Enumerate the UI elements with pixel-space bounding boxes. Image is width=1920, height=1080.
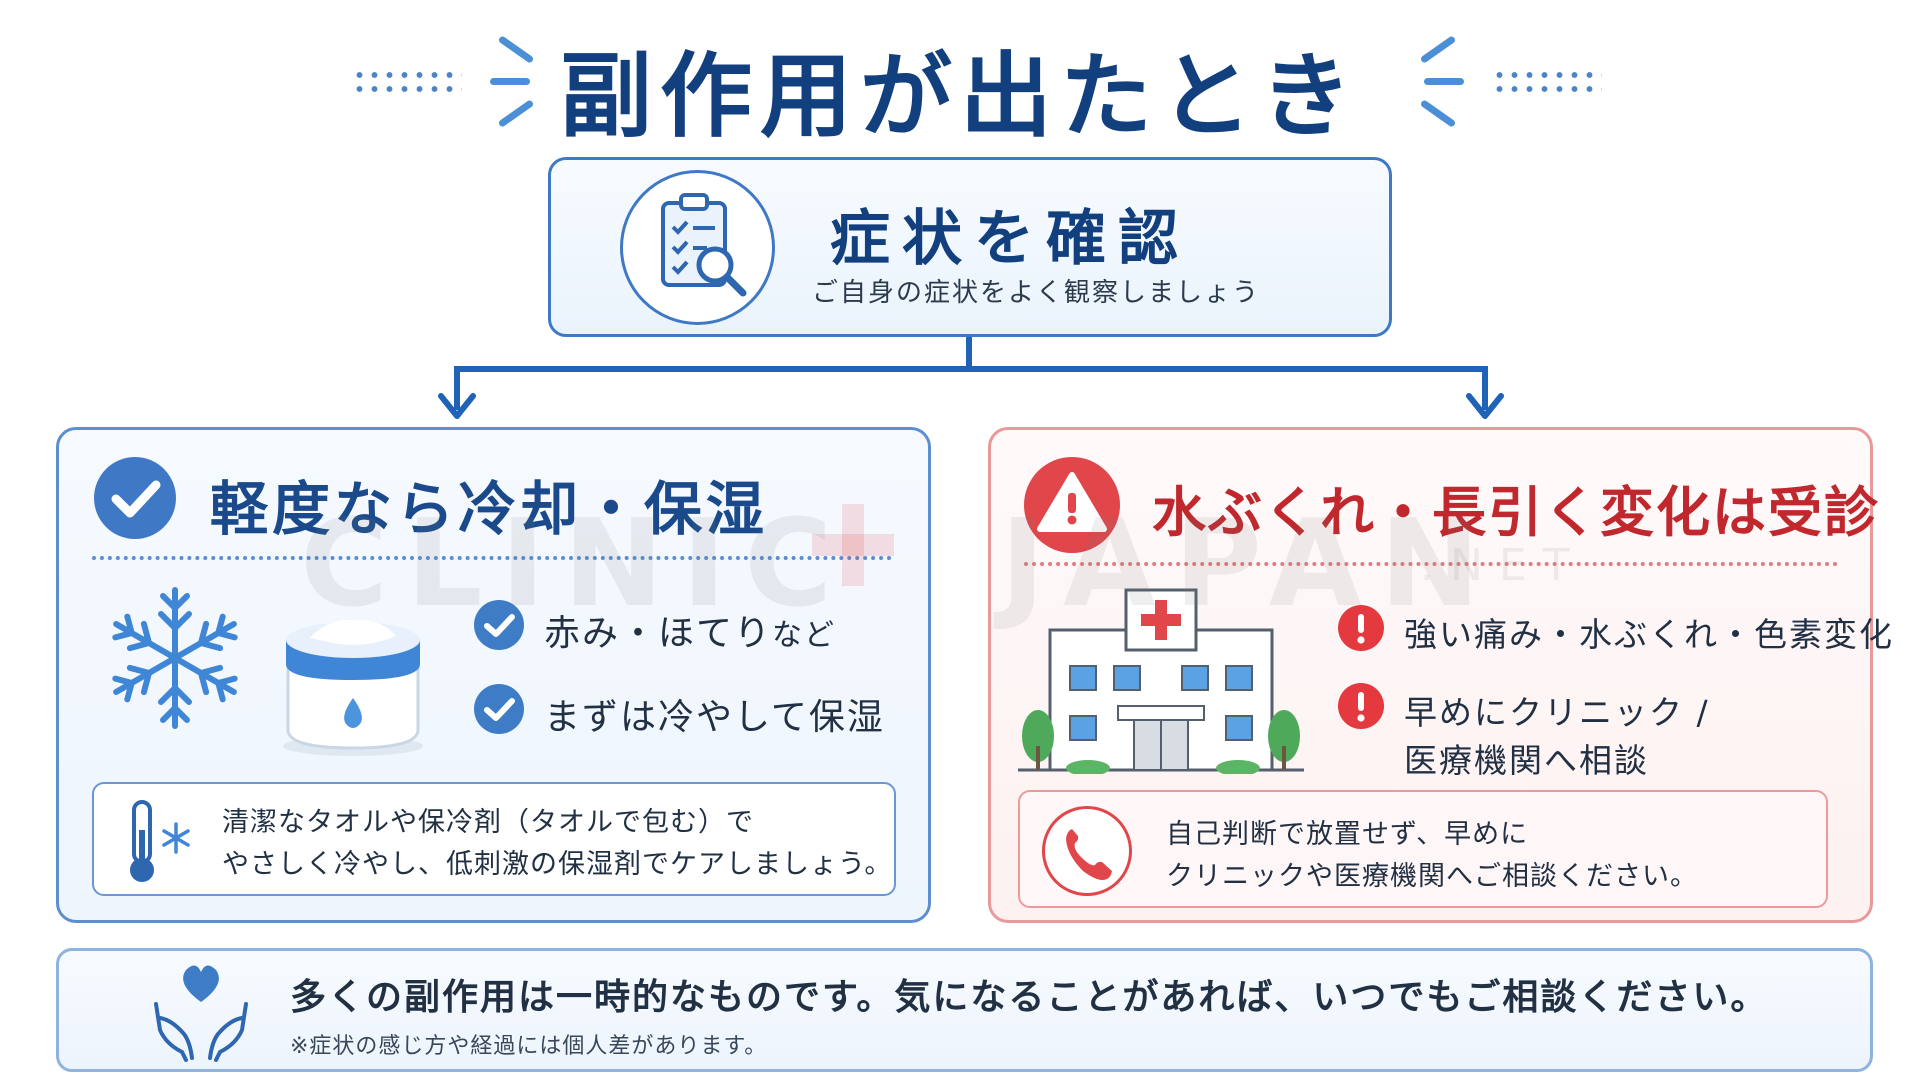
- title-sparks-right: [1408, 30, 1468, 130]
- individual-difference-note: ※症状の感じ方や経過には個人差があります。: [290, 1034, 768, 1059]
- symptom-check-title: 症状を確認: [830, 204, 1190, 274]
- mild-note-line-2: やさしく冷やし、低刺激の保湿剤でケアしましょう。: [222, 849, 893, 880]
- title-sparks-left: [488, 30, 548, 130]
- doctor-bullet-1: 強い痛み・水ぶくれ・色素変化: [1404, 615, 1894, 654]
- mild-bullet-2: まずは冷やして保湿: [544, 697, 885, 738]
- arrow-right-icon: [1466, 393, 1504, 419]
- doctor-bullet-2-line-2: 医療機関へ相談: [1404, 741, 1649, 780]
- phone-icon: [1042, 806, 1132, 896]
- watermark-right: JAPAN: [1000, 495, 1499, 634]
- check-circle-icon: [94, 457, 176, 539]
- doctor-note-line-2: クリニックや医療機関へご相談ください。: [1166, 861, 1698, 892]
- connector-stem: [966, 337, 972, 369]
- bullet-check-icon: [474, 600, 524, 650]
- bullet-exclaim-icon: [1338, 605, 1384, 651]
- watermark-cross-icon: [812, 504, 894, 586]
- mild-note-line-1: 清潔なタオルや保冷剤（タオルで包む）で: [222, 807, 754, 838]
- doctor-bullet-2-line-1: 早めにクリニック /: [1404, 693, 1710, 732]
- doctor-note-line-1: 自己判断で放置せず、早めに: [1166, 819, 1529, 850]
- bullet-check-icon: [474, 684, 524, 734]
- mild-bullet-1-suffix: など: [772, 618, 837, 653]
- mild-bullet-1-text: 赤み・ほてり: [544, 613, 773, 654]
- watermark-net: .NET: [1420, 540, 1586, 591]
- mild-bullet-1: 赤み・ほてりなど: [544, 604, 836, 656]
- thermometer-snow-icon: [130, 800, 190, 882]
- watermark: CLINIC JAPAN: [300, 495, 1498, 634]
- connector-left-drop: [454, 366, 460, 410]
- title-dots-left: [352, 68, 462, 96]
- connector-right-drop: [1482, 366, 1488, 410]
- mild-care-title: 軽度なら冷却・保湿: [210, 475, 769, 543]
- hospital-icon: [1018, 588, 1304, 774]
- reassurance-message: 多くの副作用は一時的なものです。気になることがあれば、いつでもご相談ください。: [290, 977, 1769, 1018]
- watermark-left: CLINIC: [300, 495, 851, 634]
- symptom-check-subtitle: ご自身の症状をよく観察しましょう: [812, 278, 1261, 308]
- bullet-exclaim-icon: [1338, 683, 1384, 729]
- snowflake-icon: [100, 587, 250, 738]
- right-divider: [1024, 562, 1838, 566]
- page-title: 副作用が出たとき: [559, 43, 1360, 150]
- cream-jar-icon: [283, 619, 423, 756]
- connector-bar: [454, 366, 1488, 372]
- heart-hands-icon: [154, 965, 248, 1062]
- warning-icon: [1024, 457, 1120, 553]
- clipboard-magnifier-icon: [620, 170, 775, 325]
- title-dots-right: [1492, 68, 1602, 96]
- see-doctor-title: 水ぶくれ・長引く変化は受診: [1152, 481, 1880, 544]
- see-doctor-note-box: [1018, 790, 1828, 908]
- reassurance-box: [56, 948, 1873, 1072]
- arrow-left-icon: [438, 393, 476, 419]
- left-divider: [92, 556, 892, 560]
- mild-care-note-box: [92, 782, 896, 896]
